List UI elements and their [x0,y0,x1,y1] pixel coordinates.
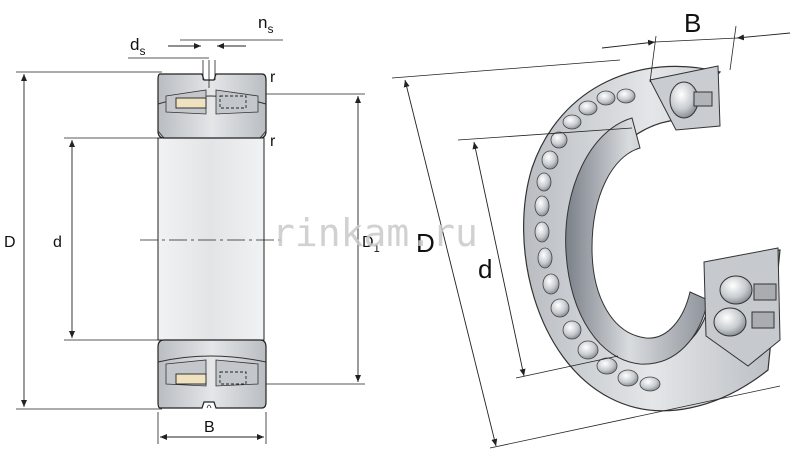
label-r-top: r [270,69,276,86]
label-B: B [204,419,215,436]
label-ds: ds [130,35,145,58]
cutaway-bottom [703,247,781,367]
section-view: D d D1 B ds ns r r [4,13,380,444]
label-ns: ns [258,13,273,36]
perspective-view: D d B [391,8,791,449]
label-D-perspective: D [416,228,435,258]
ring-section-top [157,60,267,139]
ring-section-bottom [157,339,267,409]
dim-line-B-perspective-right [736,32,791,41]
label-D: D [4,234,16,251]
extension-lines [16,71,365,444]
cutaway-top [649,65,721,131]
roller-row [534,88,661,392]
label-d-perspective: d [478,254,492,284]
dim-line-d-perspective [472,141,526,377]
label-d: d [53,234,62,251]
label-B-perspective: B [684,8,701,38]
dim-line-D-perspective [403,79,498,447]
cage-bar-top [175,97,207,109]
dim-line-B-perspective [601,39,656,49]
cage-bar-bottom [175,373,207,385]
label-r-mid: r [270,133,276,150]
label-D1: D1 [362,234,380,255]
watermark: rinkam.ru [272,211,478,255]
bore-area [157,137,265,341]
